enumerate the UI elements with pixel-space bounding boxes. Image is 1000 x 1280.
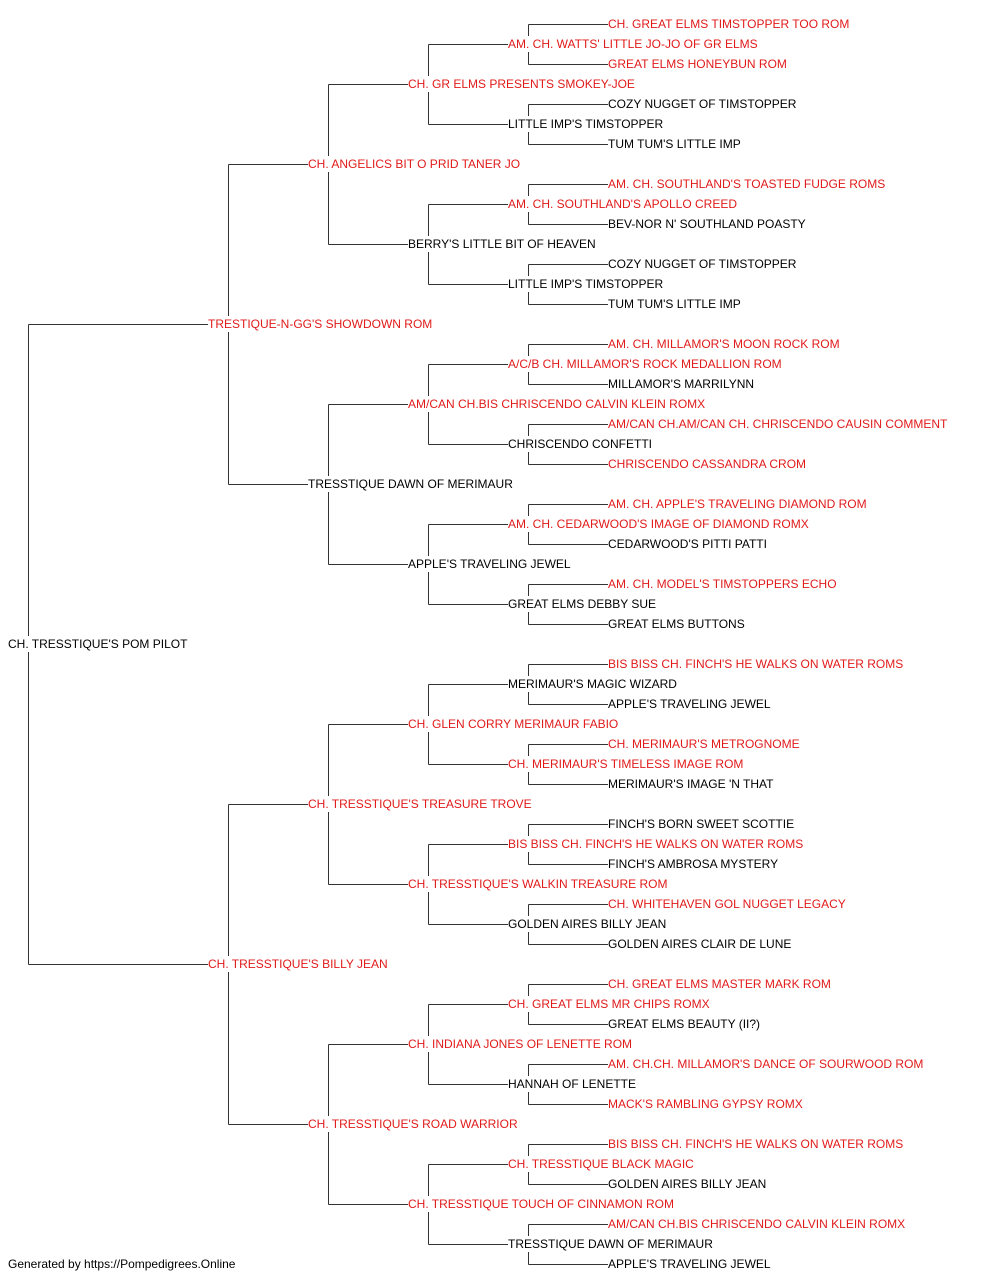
pedigree-node-61: AM/CAN CH.BIS CHRISCENDO CALVIN KLEIN RO… [608,1217,906,1231]
pedigree-node-16: LITTLE IMP'S TIMSTOPPER [508,117,664,131]
pedigree-node-7: CH. GR ELMS PRESENTS SMOKEY-JOE [408,77,635,91]
pedigree-node-34: TUM TUM'S LITTLE IMP [608,137,741,151]
pedigree-node-30: TRESSTIQUE DAWN OF MERIMAUR [508,1237,713,1251]
pedigree-node-50: MERIMAUR'S IMAGE 'N THAT [608,777,774,791]
pedigree-node-37: COZY NUGGET OF TIMSTOPPER [608,257,797,271]
pedigree-node-32: GREAT ELMS HONEYBUN ROM [608,57,787,71]
pedigree-node-22: GREAT ELMS DEBBY SUE [508,597,657,611]
pedigree-node-44: CEDARWOOD'S PITTI PATTI [608,537,767,551]
pedigree-node-52: FINCH'S AMBROSA MYSTERY [608,857,779,871]
pedigree-node-55: CH. GREAT ELMS MASTER MARK ROM [608,977,831,991]
pedigree-node-40: MILLAMOR'S MARRILYNN [608,377,755,391]
pedigree-node-60: GOLDEN AIRES BILLY JEAN [608,1177,767,1191]
pedigree-node-25: BIS BISS CH. FINCH'S HE WALKS ON WATER R… [508,837,804,851]
pedigree-node-12: CH. TRESSTIQUE'S WALKIN TREASURE ROM [408,877,668,891]
pedigree-node-26: GOLDEN AIRES BILLY JEAN [508,917,667,931]
pedigree-node-8: BERRY'S LITTLE BIT OF HEAVEN [408,237,596,251]
pedigree-node-0: CH. TRESSTIQUE'S POM PILOT [8,637,188,651]
pedigree-node-39: AM. CH. MILLAMOR'S MOON ROCK ROM [608,337,840,351]
pedigree-node-19: A/C/B CH. MILLAMOR'S ROCK MEDALLION ROM [508,357,782,371]
pedigree-node-13: CH. INDIANA JONES OF LENETTE ROM [408,1037,633,1051]
pedigree-node-14: CH. TRESSTIQUE TOUCH OF CINNAMON ROM [408,1197,675,1211]
pedigree-node-18: LITTLE IMP'S TIMSTOPPER [508,277,664,291]
pedigree-node-23: MERIMAUR'S MAGIC WIZARD [508,677,677,691]
pedigree-node-53: CH. WHITEHAVEN GOL NUGGET LEGACY [608,897,846,911]
pedigree-node-31: CH. GREAT ELMS TIMSTOPPER TOO ROM [608,17,850,31]
pedigree-node-54: GOLDEN AIRES CLAIR DE LUNE [608,937,792,951]
pedigree-node-28: HANNAH OF LENETTE [508,1077,637,1091]
pedigree-node-42: CHRISCENDO CASSANDRA CROM [608,457,807,471]
pedigree-node-15: AM. CH. WATTS' LITTLE JO-JO OF GR ELMS [508,37,758,51]
pedigree-node-46: GREAT ELMS BUTTONS [608,617,745,631]
pedigree-node-29: CH. TRESSTIQUE BLACK MAGIC [508,1157,694,1171]
pedigree-node-2: CH. TRESSTIQUE'S BILLY JEAN [208,957,388,971]
pedigree-node-4: TRESSTIQUE DAWN OF MERIMAUR [308,477,513,491]
pedigree-node-5: CH. TRESSTIQUE'S TREASURE TROVE [308,797,532,811]
pedigree-node-9: AM/CAN CH.BIS CHRISCENDO CALVIN KLEIN RO… [408,397,706,411]
pedigree-node-57: AM. CH.CH. MILLAMOR'S DANCE OF SOURWOOD … [608,1057,924,1071]
pedigree-node-20: CHRISCENDO CONFETTI [508,437,652,451]
pedigree-node-17: AM. CH. SOUTHLAND'S APOLLO CREED [508,197,738,211]
pedigree-node-38: TUM TUM'S LITTLE IMP [608,297,741,311]
pedigree-node-47: BIS BISS CH. FINCH'S HE WALKS ON WATER R… [608,657,904,671]
pedigree-node-43: AM. CH. APPLE'S TRAVELING DIAMOND ROM [608,497,867,511]
pedigree-node-51: FINCH'S BORN SWEET SCOTTIE [608,817,795,831]
pedigree-node-62: APPLE'S TRAVELING JEWEL [608,1257,771,1271]
pedigree-node-49: CH. MERIMAUR'S METROGNOME [608,737,800,751]
pedigree-node-45: AM. CH. MODEL'S TIMSTOPPERS ECHO [608,577,837,591]
pedigree-node-59: BIS BISS CH. FINCH'S HE WALKS ON WATER R… [608,1137,904,1151]
footer-credit: Generated by https://Pompedigrees.Online [8,1257,236,1271]
pedigree-node-10: APPLE'S TRAVELING JEWEL [408,557,571,571]
pedigree-node-56: GREAT ELMS BEAUTY (II?) [608,1017,761,1031]
pedigree-node-11: CH. GLEN CORRY MERIMAUR FABIO [408,717,619,731]
pedigree-node-24: CH. MERIMAUR'S TIMELESS IMAGE ROM [508,757,744,771]
pedigree-node-21: AM. CH. CEDARWOOD'S IMAGE OF DIAMOND ROM… [508,517,809,531]
pedigree-node-36: BEV-NOR N' SOUTHLAND POASTY [608,217,806,231]
pedigree-node-58: MACK'S RAMBLING GYPSY ROMX [608,1097,803,1111]
pedigree-node-6: CH. TRESSTIQUE'S ROAD WARRIOR [308,1117,518,1131]
pedigree-node-27: CH. GREAT ELMS MR CHIPS ROMX [508,997,710,1011]
pedigree-node-48: APPLE'S TRAVELING JEWEL [608,697,771,711]
pedigree-node-35: AM. CH. SOUTHLAND'S TOASTED FUDGE ROMS [608,177,886,191]
pedigree-node-41: AM/CAN CH.AM/CAN CH. CHRISCENDO CAUSIN C… [608,417,948,431]
pedigree-node-1: TRESTIQUE-N-GG'S SHOWDOWN ROM [208,317,433,331]
pedigree-node-3: CH. ANGELICS BIT O PRID TANER JO [308,157,521,171]
pedigree-node-33: COZY NUGGET OF TIMSTOPPER [608,97,797,111]
